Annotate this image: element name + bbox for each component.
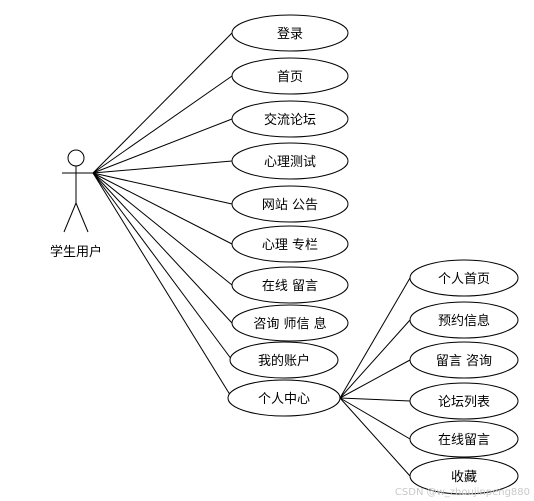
use-case-login — [231, 14, 349, 52]
use-case-counselor-info — [231, 304, 349, 342]
association-counselor-info — [92, 172, 233, 324]
student-actor-icon — [62, 149, 93, 233]
association-online-message-2 — [339, 397, 411, 440]
use-case-label: 首页 — [277, 70, 303, 85]
use-case-forum-list — [409, 382, 519, 420]
sub-use-case-label: 在线留言 — [438, 433, 490, 448]
use-case-booking-info — [409, 301, 519, 339]
use-case-label: 在线 留言 — [262, 279, 318, 294]
actor-right-leg — [75, 202, 89, 233]
use-case-label: 咨询 师信 息 — [253, 316, 326, 332]
use-case-personal-center — [227, 379, 341, 417]
primary-use-case-labels: 登录 首页 交流论坛 心理测试 网站 公告 心理 专栏 在线 留言 咨询 师信 … — [253, 27, 326, 407]
association-booking-info — [339, 319, 411, 399]
association-my-account — [92, 172, 233, 361]
primary-use-cases — [227, 14, 349, 417]
use-case-label: 登录 — [277, 27, 303, 42]
association-message-consult — [339, 359, 411, 399]
use-case-message-consult — [409, 341, 519, 379]
use-case-label: 交流论坛 — [264, 112, 316, 128]
use-case-label: 心理 专栏 — [262, 238, 318, 253]
association-personal-home — [339, 277, 411, 399]
use-case-label: 我的账户 — [258, 353, 310, 369]
association-favorites — [339, 397, 411, 477]
association-login — [92, 32, 233, 174]
association-psych-column — [92, 172, 233, 245]
sub-use-case-labels: 个人首页 预约信息 留言 咨询 论坛列表 在线留言 收藏 — [436, 272, 492, 485]
association-home — [92, 75, 233, 174]
use-case-forum — [231, 100, 349, 138]
use-case-online-message-2 — [409, 420, 519, 458]
association-forum — [92, 118, 233, 174]
actor-label: 学生用户 — [50, 244, 102, 260]
actor-head — [67, 149, 85, 167]
use-case-label: 个人中心 — [258, 392, 310, 407]
use-case-site-notice — [231, 185, 349, 223]
use-case-label: 心理测试 — [264, 155, 316, 170]
sub-use-case-label: 预约信息 — [438, 313, 490, 329]
association-forum-list — [339, 397, 411, 402]
sub-use-case-label: 论坛列表 — [438, 395, 490, 410]
use-case-favorites — [409, 457, 519, 495]
watermark: CSDN @w_zhoujinpeng880 — [395, 487, 530, 498]
association-psych-test — [92, 160, 233, 174]
use-case-my-account — [229, 341, 339, 379]
use-case-home — [231, 57, 349, 95]
actor-associations — [92, 32, 233, 399]
personal-center-associations — [339, 277, 411, 477]
use-case-online-message — [231, 266, 349, 304]
use-case-label: 网站 公告 — [262, 198, 318, 213]
sub-use-case-label: 收藏 — [451, 470, 477, 485]
use-case-personal-home — [409, 259, 519, 297]
association-online-message — [92, 172, 233, 286]
association-site-notice — [92, 172, 233, 205]
actor-left-leg — [63, 202, 77, 233]
sub-use-cases — [409, 259, 519, 495]
sub-use-case-label: 个人首页 — [438, 272, 490, 287]
use-case-psych-column — [231, 225, 349, 263]
association-personal-center — [92, 172, 233, 399]
use-case-psych-test — [231, 142, 349, 180]
sub-use-case-label: 留言 咨询 — [436, 354, 492, 369]
